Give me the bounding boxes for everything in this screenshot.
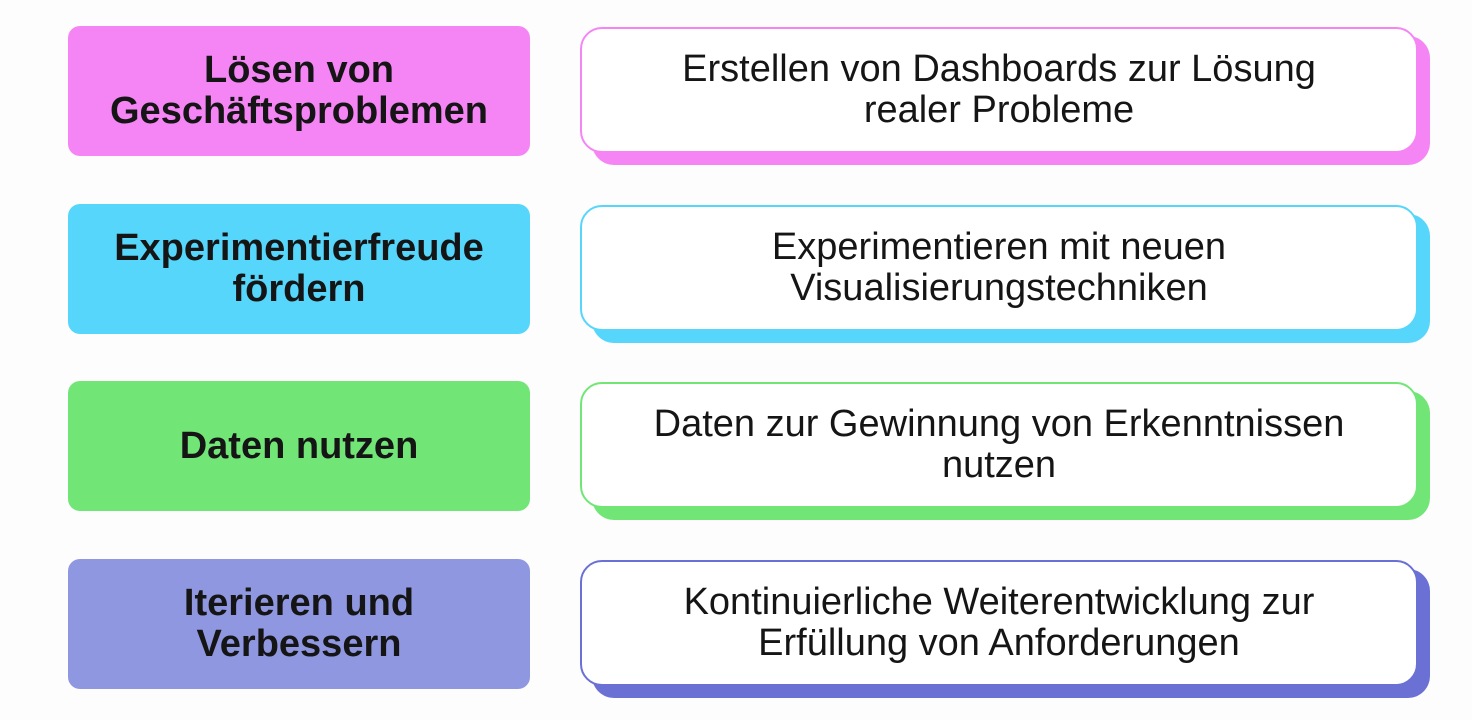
row-iterate-improve: Iterieren und Verbessern Kontinuierliche… (0, 559, 1472, 699)
label-text: Lösen von Geschäftsproblemen (110, 49, 488, 132)
description-box-use-data: Daten zur Gewinnung von Erkenntnissen nu… (580, 382, 1418, 508)
description-box-business-problems: Erstellen von Dashboards zur Lösung real… (580, 27, 1418, 153)
label-text: Experimentierfreude fördern (114, 227, 484, 310)
description-text: Erstellen von Dashboards zur Lösung real… (682, 48, 1316, 131)
label-box-business-problems: Lösen von Geschäftsproblemen (68, 26, 530, 156)
description-box-experimentation: Experimentieren mit neuen Visualisierung… (580, 205, 1418, 331)
description-text: Daten zur Gewinnung von Erkenntnissen nu… (653, 403, 1345, 486)
label-box-use-data: Daten nutzen (68, 381, 530, 511)
label-text: Iterieren und Verbessern (183, 582, 415, 665)
row-experimentation: Experimentierfreude fördern Experimentie… (0, 204, 1472, 344)
label-box-experimentation: Experimentierfreude fördern (68, 204, 530, 334)
description-text: Kontinuierliche Weiterentwicklung zur Er… (683, 581, 1315, 664)
label-box-iterate-improve: Iterieren und Verbessern (68, 559, 530, 689)
description-box-iterate-improve: Kontinuierliche Weiterentwicklung zur Er… (580, 560, 1418, 686)
description-text: Experimentieren mit neuen Visualisierung… (771, 226, 1227, 309)
row-use-data: Daten nutzen Daten zur Gewinnung von Erk… (0, 381, 1472, 521)
row-business-problems: Lösen von Geschäftsproblemen Erstellen v… (0, 26, 1472, 166)
label-text: Daten nutzen (179, 424, 419, 467)
